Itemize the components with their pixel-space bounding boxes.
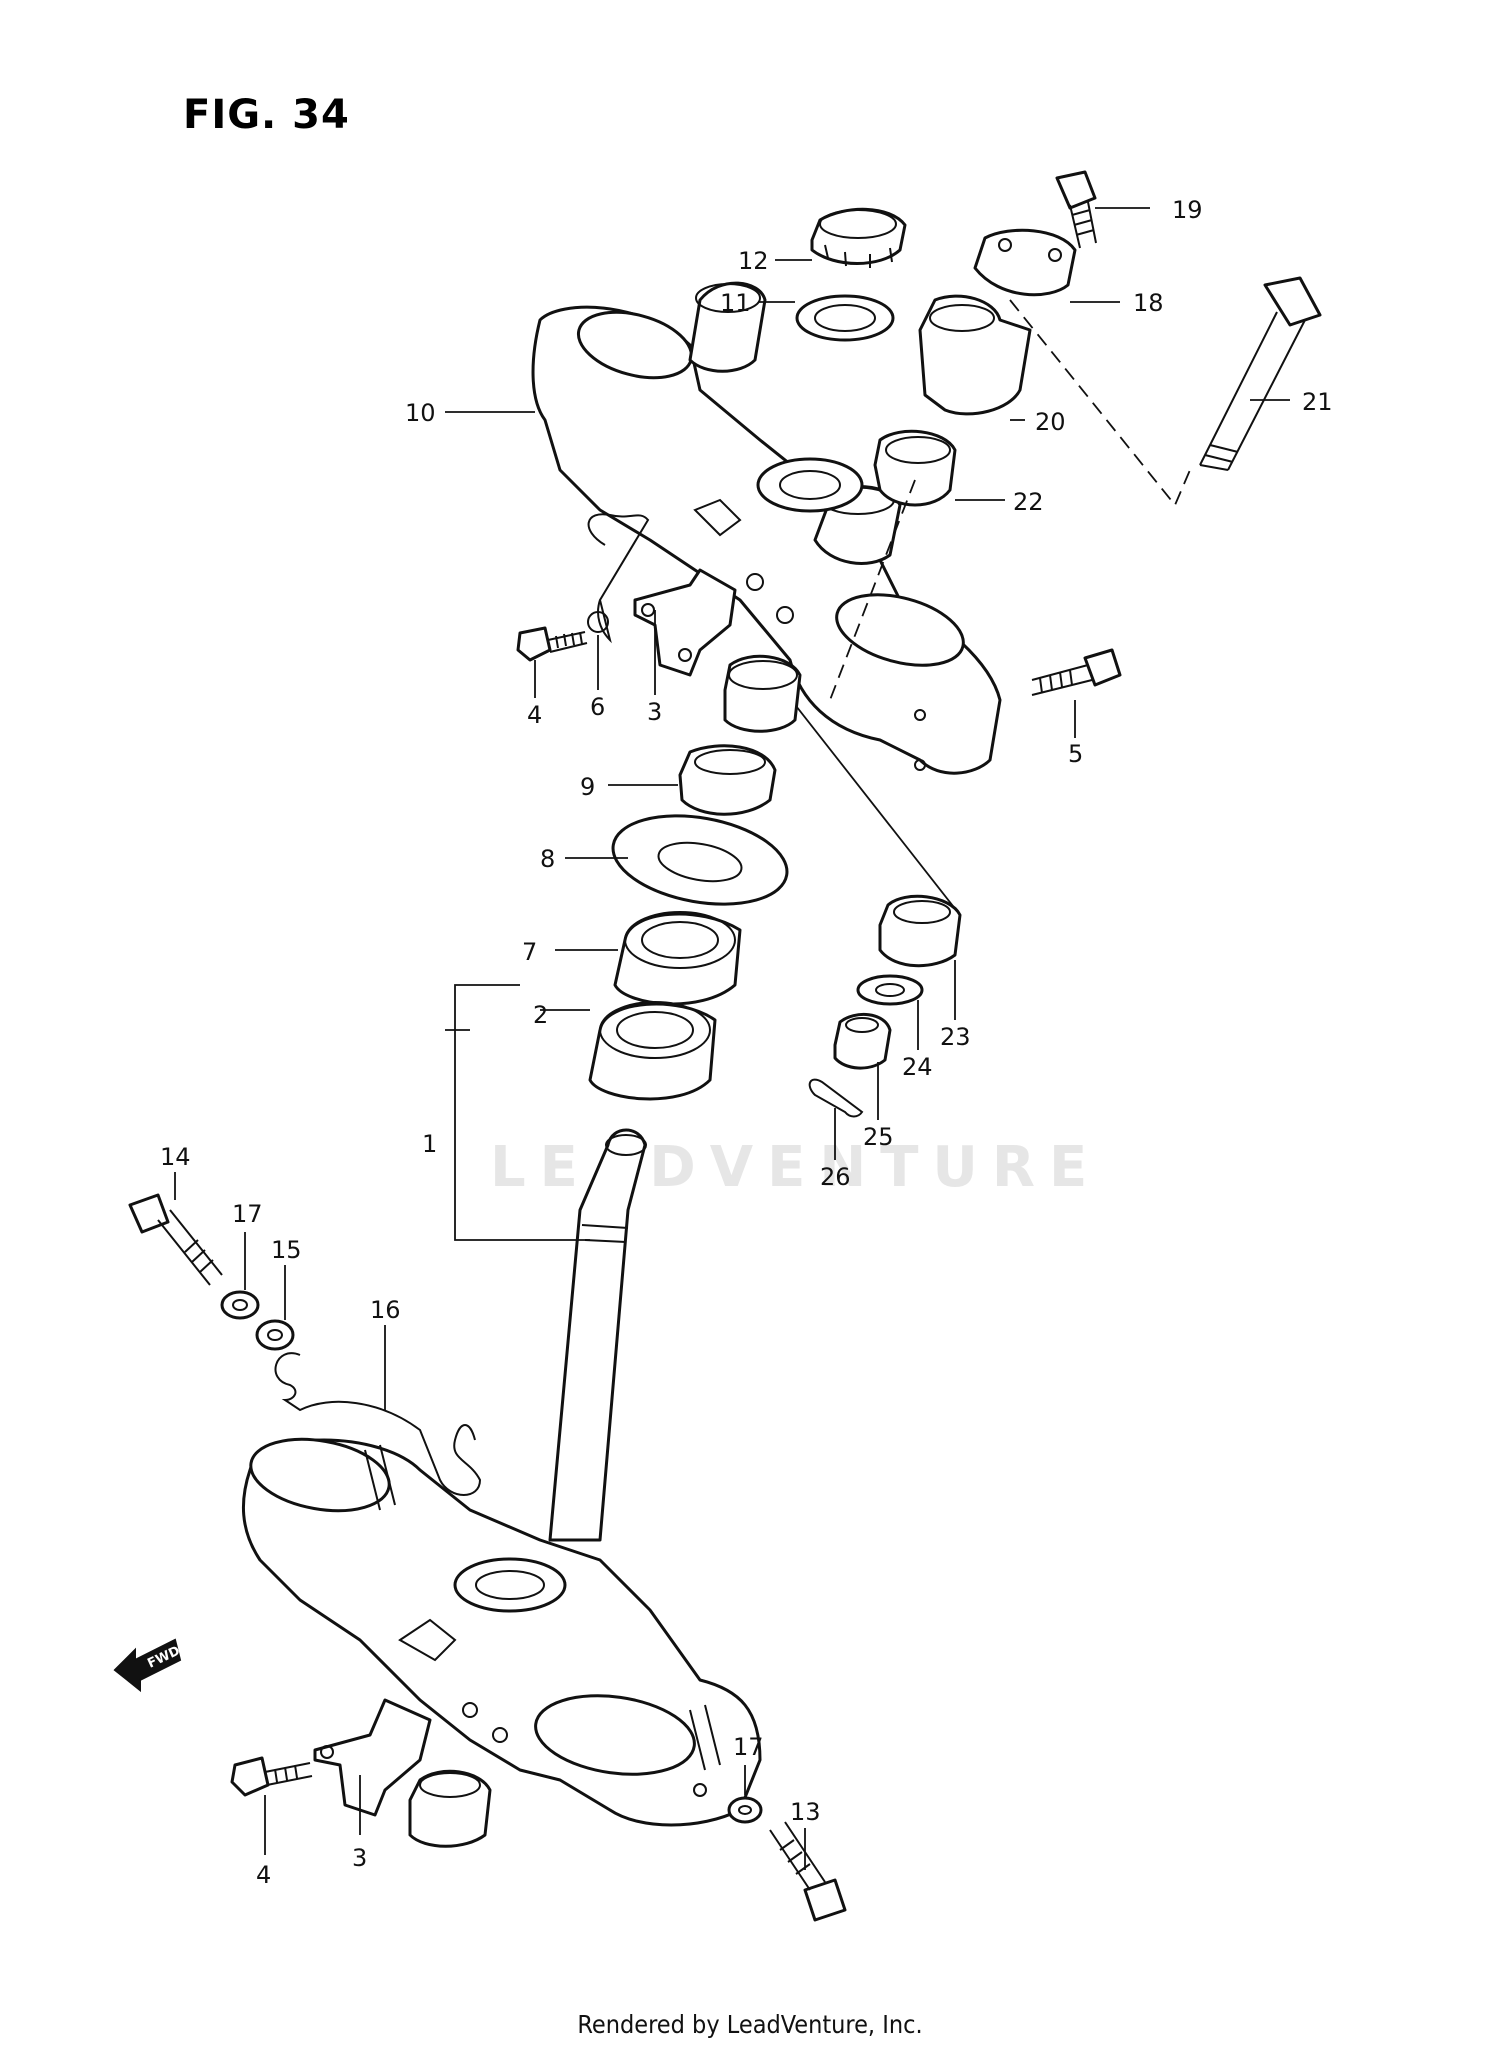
stem-lower-bracket xyxy=(241,1128,762,1827)
callout-17-left: 17 xyxy=(232,1200,263,1228)
callout-12: 12 xyxy=(738,247,769,275)
wire-clip-upper xyxy=(587,513,650,644)
callout-5: 5 xyxy=(1068,740,1083,768)
alignment-line-22 xyxy=(829,479,916,701)
bracket-lower xyxy=(313,1698,432,1817)
callout-13: 13 xyxy=(790,1798,821,1826)
upper-bracket xyxy=(531,281,1002,775)
callout-21: 21 xyxy=(1302,388,1333,416)
callout-23: 23 xyxy=(940,1023,971,1051)
bearing-2 xyxy=(588,1001,717,1101)
bolt-upper-4 xyxy=(516,626,588,662)
footer-credit: Rendered by LeadVenture, Inc. xyxy=(577,2010,923,2039)
bracket-upper xyxy=(633,568,737,677)
cushion-22 xyxy=(873,429,957,507)
handlebar-holder-20 xyxy=(918,294,1032,416)
callout-19: 19 xyxy=(1172,196,1203,224)
bolt-lower-4 xyxy=(230,1756,313,1797)
callout-22: 22 xyxy=(1013,488,1044,516)
callout-20: 20 xyxy=(1035,408,1066,436)
callout-26: 26 xyxy=(820,1163,851,1191)
callout-11: 11 xyxy=(720,289,751,317)
callout-9: 9 xyxy=(580,773,595,801)
callout-3-lower: 3 xyxy=(352,1844,367,1872)
callout-4-upper: 4 xyxy=(527,701,542,729)
washer-8 xyxy=(611,814,789,906)
callout-7: 7 xyxy=(522,938,537,966)
bracket-leader-1-2 xyxy=(454,984,590,1241)
washer-15 xyxy=(255,1319,295,1351)
washer-17-left xyxy=(220,1290,260,1320)
washer-24 xyxy=(856,974,924,1006)
washer-17-right xyxy=(727,1796,763,1824)
callout-1: 1 xyxy=(422,1130,437,1158)
fwd-arrow: FWD xyxy=(113,1638,183,1693)
bushing-upper xyxy=(723,654,802,733)
bearing-7 xyxy=(613,911,742,1006)
callout-15: 15 xyxy=(271,1236,302,1264)
bolt-5 xyxy=(1031,648,1122,696)
steering-nut-12 xyxy=(810,207,907,268)
callout-6: 6 xyxy=(590,693,605,721)
callout-3-upper: 3 xyxy=(647,698,662,726)
handlebar-clamp-18 xyxy=(973,228,1077,297)
callout-14: 14 xyxy=(160,1143,191,1171)
cotter-pin-26 xyxy=(808,1078,864,1118)
callout-10: 10 xyxy=(405,399,436,427)
bolt-14 xyxy=(128,1193,223,1286)
callout-25: 25 xyxy=(863,1123,894,1151)
alignment-line-21 xyxy=(1009,299,1191,507)
callout-24: 24 xyxy=(902,1053,933,1081)
callout-17-right: 17 xyxy=(733,1733,764,1761)
nut-25 xyxy=(833,1012,892,1070)
callout-8: 8 xyxy=(540,845,555,873)
bolt-21 xyxy=(1199,276,1322,471)
nut-9 xyxy=(678,744,777,816)
callout-2: 2 xyxy=(533,1001,548,1029)
figure-title: FIG. 34 xyxy=(183,92,350,138)
washer-11 xyxy=(795,294,895,342)
callout-4-lower: 4 xyxy=(256,1861,271,1889)
wire-clip-16 xyxy=(274,1352,482,1496)
callout-18: 18 xyxy=(1133,289,1164,317)
callout-16: 16 xyxy=(370,1296,401,1324)
bolt-19 xyxy=(1055,170,1097,249)
cushion-23 xyxy=(878,894,962,968)
bushing-lower xyxy=(408,1769,492,1848)
bolt-13 xyxy=(769,1821,847,1922)
